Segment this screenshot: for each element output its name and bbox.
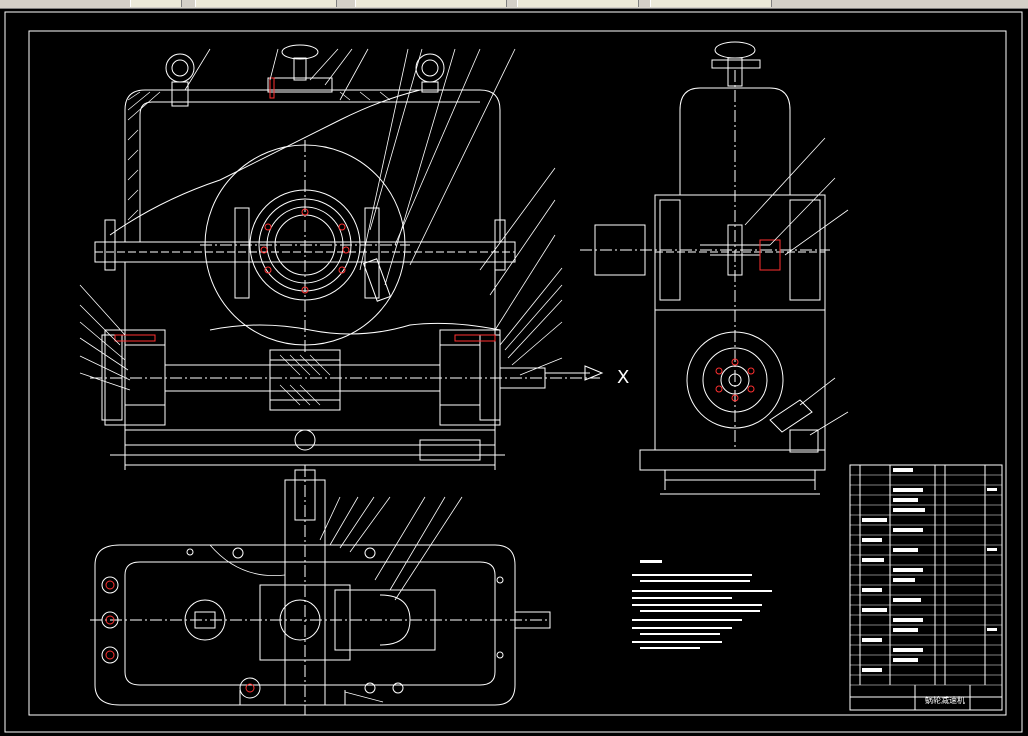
top-view (90, 465, 551, 715)
tab-2[interactable] (195, 0, 337, 7)
front-view (90, 89, 604, 470)
window-tab-bar (0, 0, 1028, 9)
vent-cap-icon (711, 41, 761, 87)
tab-1[interactable] (130, 0, 182, 7)
cad-drawing-canvas[interactable]: X (0, 8, 1028, 736)
vent-cap-icon (267, 44, 333, 99)
leader-lines-side (744, 137, 849, 436)
side-view (580, 70, 830, 495)
leader-lines-top (319, 496, 463, 703)
eyebolt-icon (165, 53, 195, 107)
tab-4[interactable] (517, 0, 639, 7)
tab-5[interactable] (650, 0, 772, 7)
inner-frame (28, 30, 1007, 716)
outer-frame (4, 11, 1023, 733)
title-block-name: 蜗轮减速机 (925, 695, 965, 705)
axis-label: X (617, 367, 629, 388)
technical-notes (632, 560, 772, 649)
parts-list-table (849, 464, 1003, 711)
tab-3[interactable] (355, 0, 507, 7)
leader-lines-front (79, 48, 563, 391)
eyebolt-icon (415, 53, 445, 93)
